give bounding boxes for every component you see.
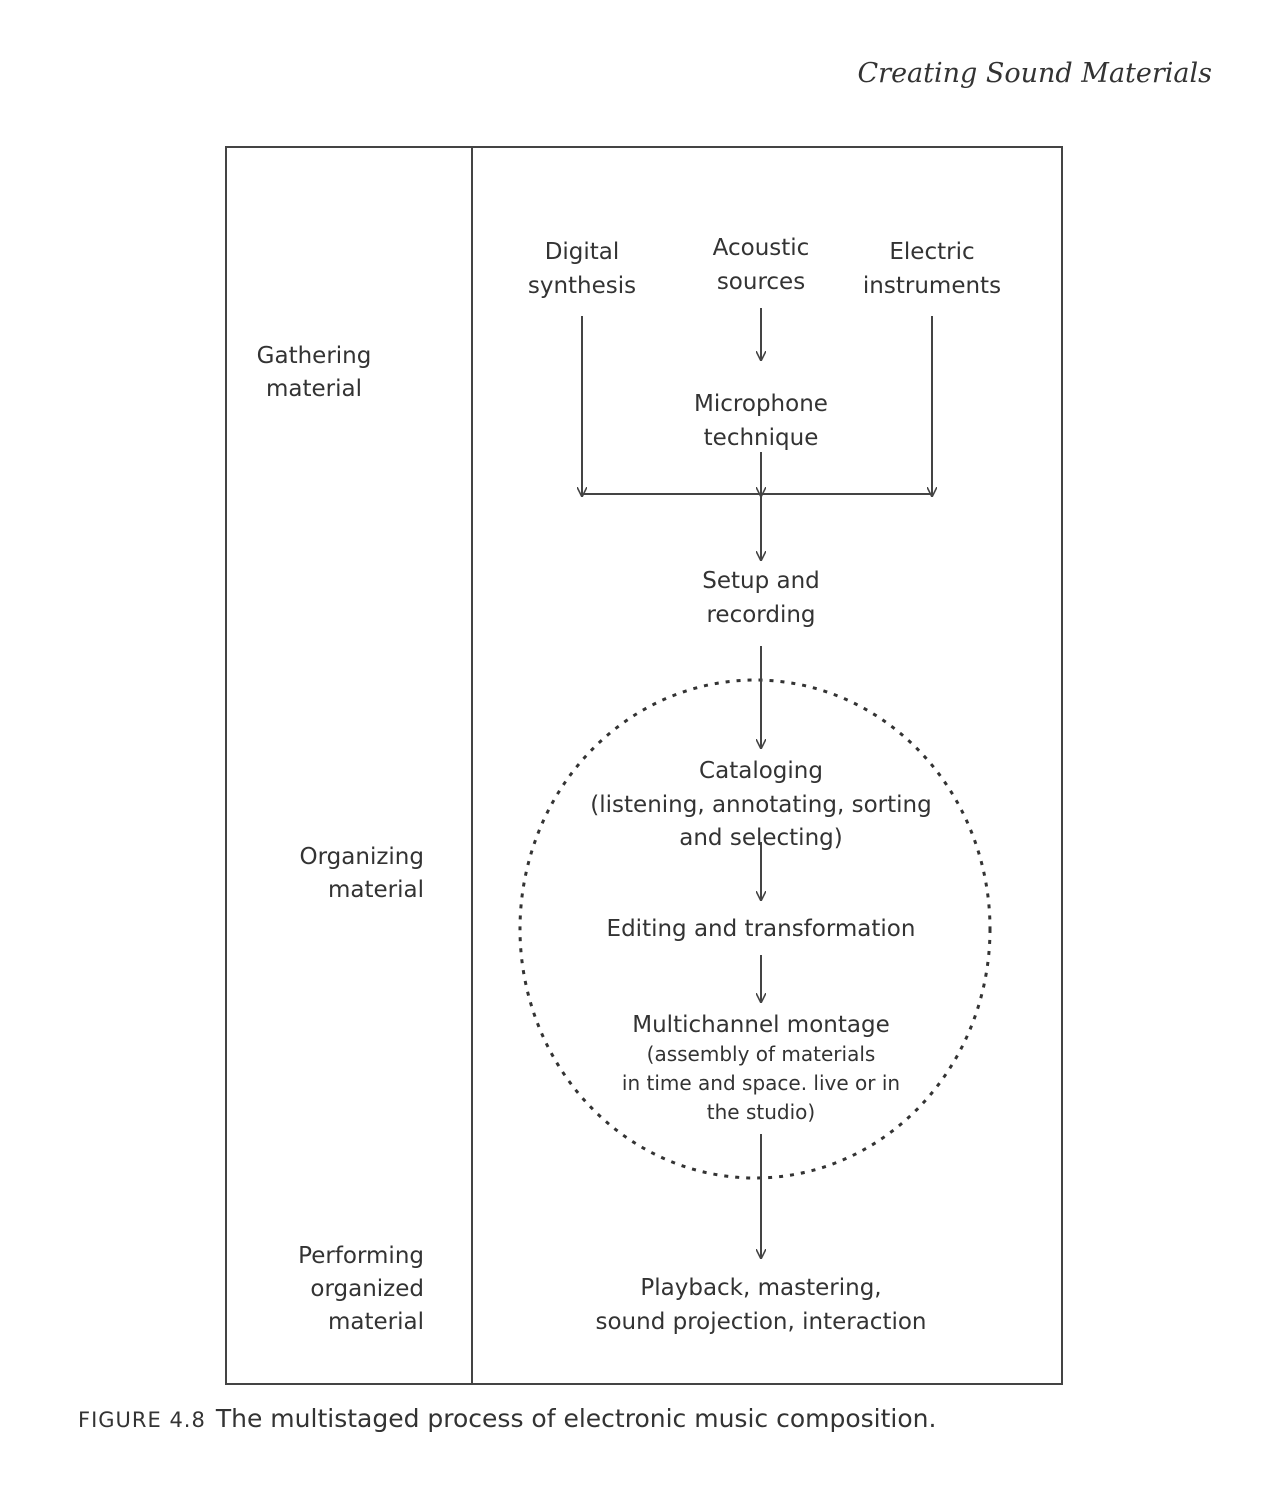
node-multichannel-montage: Multichannel montage (assembly of materi… [561,1010,961,1127]
node-text-line: synthesis [527,273,637,299]
node-playback: Playback, mastering, sound projection, i… [561,1271,961,1339]
node-digital-synthesis: Digital synthesis [482,235,682,303]
node-text-line: Electric [889,239,975,265]
running-head: Creating Sound Materials [857,58,1212,89]
stage-organizing-material: Organizing material [204,841,424,907]
node-text-line: sound projection, interaction [595,1309,927,1335]
node-text-line: Microphone [694,391,828,417]
stage-label-line: Gathering [256,343,372,369]
node-text-line: instruments [862,273,1002,299]
stage-label-line: material [328,877,424,903]
organizing-stage-ellipse [518,678,992,1180]
node-text-line: Setup and [702,568,820,594]
node-text-line: Acoustic [712,235,810,261]
node-microphone-technique: Microphone technique [661,387,861,455]
node-detail-line: in time and space. live or in [621,1071,901,1095]
stage-label-line: material [328,1309,424,1335]
figure-caption-text: The multistaged process of electronic mu… [215,1404,937,1433]
node-text-line: (listening, annotating, sorting [590,791,932,818]
node-text-line: technique [703,425,819,451]
stage-label-line: Organizing [299,844,424,870]
stage-performing-organized-material: Performing organized material [204,1240,424,1339]
node-text-line: sources [716,269,806,295]
node-text-line: recording [706,602,816,628]
column-divider [471,146,473,1385]
stage-label-line: material [266,376,362,402]
stage-label-line: organized [310,1276,424,1302]
node-text-line: Digital [544,239,620,265]
diagram-frame [225,146,1063,1385]
node-text-line: Playback, mastering, [640,1275,882,1301]
stage-label-line: Performing [298,1243,424,1269]
node-detail-line: the studio) [706,1100,816,1124]
stage-gathering-material: Gathering material [204,340,424,406]
node-text-line: Cataloging [699,758,823,784]
node-cataloging: Cataloging (listening, annotating, sorti… [561,755,961,856]
node-electric-instruments: Electric instruments [832,235,1032,303]
node-editing-and-transformation: Editing and transformation [561,912,961,946]
node-detail-line: (assembly of materials [646,1042,876,1066]
node-title: Multichannel montage [632,1012,890,1038]
node-text-line: and selecting) [679,825,843,851]
node-acoustic-sources: Acoustic sources [661,231,861,299]
node-setup-and-recording: Setup and recording [641,564,881,632]
node-text-line: Editing and transformation [606,916,916,942]
figure-label: FIGURE 4.8 [78,1408,206,1432]
figure-caption: FIGURE 4.8 The multistaged process of ele… [78,1404,936,1433]
